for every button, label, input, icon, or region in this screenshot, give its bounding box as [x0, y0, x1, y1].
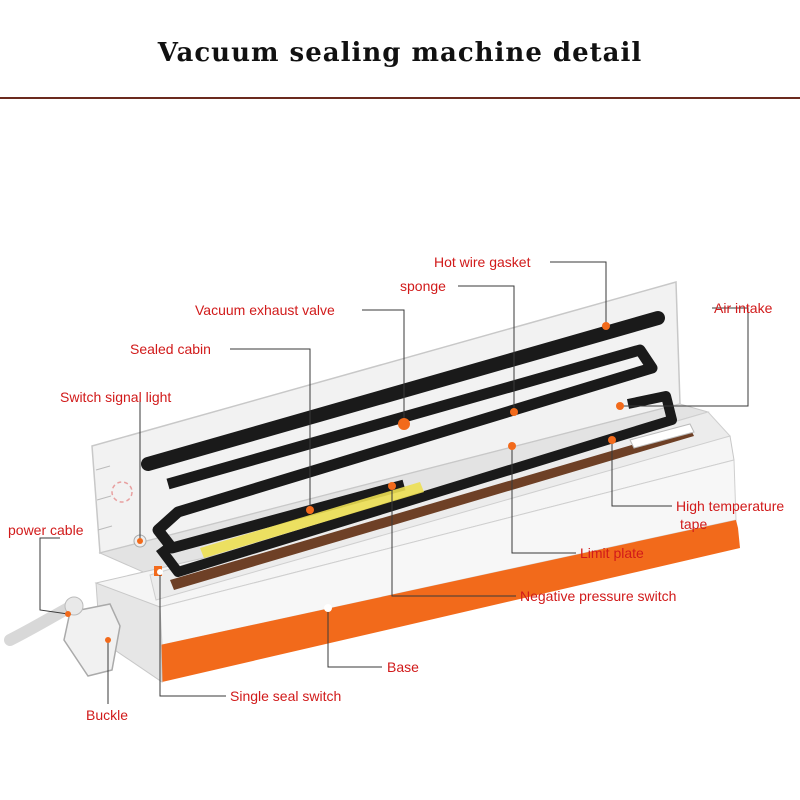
vacuum-sealer-illustration	[4, 281, 740, 683]
label-power-cable: power cable	[8, 522, 84, 538]
hot-wire-gasket	[141, 311, 665, 471]
label-negative-pressure-switch: Negative pressure switch	[520, 588, 676, 604]
marker-dots	[65, 322, 624, 643]
base-orange-stripe	[160, 520, 740, 682]
power-cable-wire	[4, 600, 78, 646]
page-title: Vacuum sealing machine detail	[157, 38, 643, 68]
label-high-temperature-tape-line2: tape	[680, 516, 707, 532]
label-single-seal-switch: Single seal switch	[230, 688, 341, 704]
label-base: Base	[387, 659, 419, 675]
label-vacuum-exhaust-valve: Vacuum exhaust valve	[195, 302, 335, 318]
title-divider	[0, 97, 800, 99]
label-limit-plate: Limit plate	[580, 545, 644, 561]
leader-lines	[39, 261, 749, 704]
label-sealed-cabin: Sealed cabin	[130, 341, 211, 357]
label-sponge: sponge	[400, 278, 446, 294]
label-switch-signal-light: Switch signal light	[60, 389, 171, 405]
label-buckle: Buckle	[86, 707, 128, 723]
label-high-temperature-tape-line1: High temperature	[676, 498, 784, 514]
buckle-clip	[63, 603, 121, 677]
label-air-intake: Air intake	[714, 300, 773, 316]
high-temperature-tape-bar	[170, 428, 694, 590]
yellow-sponge	[200, 482, 424, 558]
tray-gasket	[156, 391, 677, 577]
sealed-cabin-gasket	[152, 344, 658, 554]
label-hot-wire-gasket: Hot wire gasket	[434, 254, 531, 270]
callout-labels: Hot wire gasket sponge Vacuum exhaust va…	[8, 254, 784, 723]
